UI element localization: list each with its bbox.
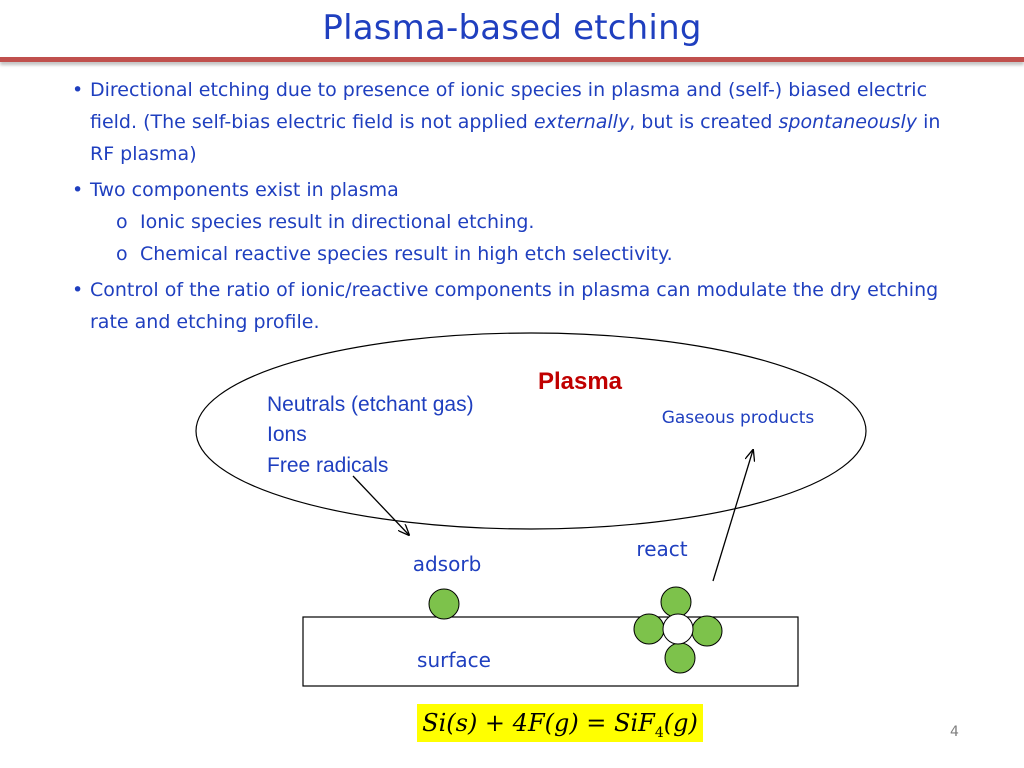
emphasis-spontaneously: spontaneously [778, 111, 918, 133]
radicals-label: Free radicals [267, 454, 388, 477]
plasma-ellipse [195, 332, 867, 530]
bullet-item-directional: • Directional etching due to presence of… [72, 74, 952, 170]
emphasis-externally: externally [533, 111, 630, 133]
bullet-marker: • [72, 179, 84, 201]
silicon-atom [662, 613, 694, 645]
bullet-item-components: • Two components exist in plasma o Ionic… [72, 174, 952, 270]
react-label: react [636, 537, 687, 561]
surface-slab [302, 616, 799, 687]
bullet-marker: • [72, 279, 84, 301]
reaction-atom-top [660, 586, 692, 618]
reaction-atom-bottom [664, 642, 696, 674]
sub-bullet-chemical: o Chemical reactive species result in hi… [90, 238, 952, 270]
bullet-marker: • [72, 79, 84, 101]
reaction-equation: Si(s) + 4F(g) = SiF4(g) [417, 704, 703, 742]
adsorb-label: adsorb [413, 552, 482, 576]
equation-subscript: 4 [654, 724, 664, 741]
slide-title: Plasma-based etching [322, 8, 702, 48]
sub-bullet-marker: o [116, 211, 128, 233]
bullet-item-control: • Control of the ratio of ionic/reactive… [72, 274, 952, 338]
desorb-arrow [712, 450, 753, 582]
equation-lhs: Si(s) + 4F(g) = SiF [422, 709, 655, 737]
reaction-atom-right [691, 615, 723, 647]
neutrals-label: Neutrals (etchant gas) [267, 393, 474, 416]
page-number: 4 [950, 724, 959, 740]
surface-label: surface [417, 648, 491, 672]
bullet-text: in RF plasma) [90, 111, 941, 165]
gaseous-products-label: Gaseous products [662, 408, 815, 428]
sub-bullet-marker: o [116, 243, 128, 265]
reaction-atom-left [633, 613, 665, 645]
adsorb-arrow [352, 475, 409, 535]
equation-rhs: (g) [663, 709, 698, 737]
bullet-text: , but is created [629, 111, 779, 133]
bullet-list: • Directional etching due to presence of… [72, 74, 952, 342]
sub-bullet-ionic: o Ionic species result in directional et… [90, 206, 952, 238]
ions-label: Ions [267, 423, 307, 446]
bullet-text: Control of the ratio of ionic/reactive c… [90, 279, 939, 333]
adsorbed-molecule [428, 588, 460, 620]
sub-bullet-text: Chemical reactive species result in high… [140, 243, 673, 265]
plasma-label: Plasma [538, 368, 623, 395]
sub-bullet-text: Ionic species result in directional etch… [140, 211, 535, 233]
title-divider [0, 57, 1024, 62]
bullet-text: Directional etching due to presence of i… [90, 79, 928, 133]
bullet-text: Two components exist in plasma [90, 179, 399, 201]
